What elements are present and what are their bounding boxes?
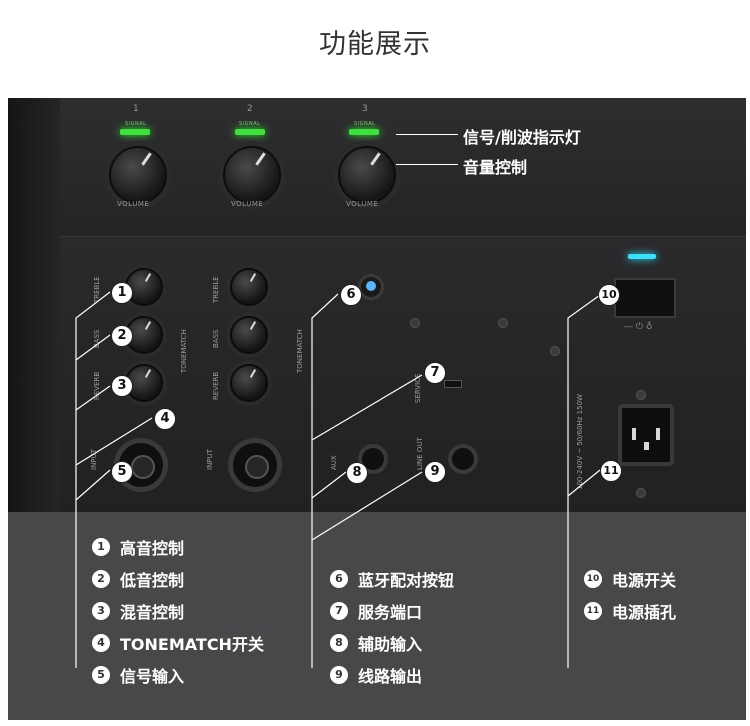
callout-3: 3 [111,375,133,397]
annotation-line-volume [396,164,458,165]
signal-label-3: SIGNAL [354,121,376,127]
annotation-signal-clip: 信号/削波指示灯 [463,128,581,147]
combo-input-1[interactable] [114,438,168,492]
page-title: 功能展示 [319,29,431,60]
volume-label-3: VOLUME [346,200,379,208]
signal-led-1 [120,129,150,135]
bluetooth-pair-button[interactable] [358,274,384,300]
channel-number-3: 3 [362,104,368,114]
callout-10: 10 [598,284,620,306]
channel-number-1: 1 [133,104,139,114]
callout-1: 1 [111,282,133,304]
legend-item: 5 信号输入 [92,664,184,686]
callout-8: 8 [346,462,368,484]
screw [636,390,646,400]
screw [636,488,646,498]
bass-knob-2[interactable] [230,316,268,354]
bluetooth-icon [366,281,376,291]
speaker-edge [8,98,60,512]
power-inlet[interactable] [618,404,674,466]
callout-5: 5 [111,461,133,483]
legend-item: 6 蓝牙配对按钮 [330,568,454,590]
legend-label: 蓝牙配对按钮 [358,571,455,590]
legend-label: 服务端口 [358,603,423,622]
legend-item: 3 混音控制 [92,600,184,622]
annotation-volume: 音量控制 [463,158,528,177]
screw [410,318,420,328]
legend-label: 电源插孔 [612,603,677,622]
treble-knob-2[interactable] [230,268,268,306]
service-port[interactable] [444,380,462,388]
annotation-line-signal [396,134,458,135]
callout-7: 7 [424,362,446,384]
screw [550,346,560,356]
screw [498,318,508,328]
signal-led-2 [235,129,265,135]
volume-label-1: VOLUME [117,200,150,208]
reverb-knob-2[interactable] [230,364,268,402]
legend-item: 10 电源开关 [584,568,676,590]
volume-knob-1[interactable] [109,146,167,204]
power-switch-label: — ⏻ ♁ [624,322,653,332]
volume-knob-2[interactable] [223,146,281,204]
callout-11: 11 [600,460,622,482]
volume-knob-3[interactable] [338,146,396,204]
callout-6: 6 [340,284,362,306]
callout-9: 9 [424,461,446,483]
power-led [628,254,656,259]
combo-input-2[interactable] [228,438,282,492]
legend-label: 线路输出 [358,667,423,686]
legend-label: 电源开关 [612,571,677,590]
mixer-panel-photo: 1 2 3 SIGNAL SIGNAL SIGNAL VOLUME VOLUME… [8,98,746,512]
legend-item: 8 辅助输入 [330,632,422,654]
legend-label: 低音控制 [120,571,185,590]
volume-label-2: VOLUME [231,200,264,208]
callout-2: 2 [111,325,133,347]
legend-panel [8,512,746,720]
callout-4: 4 [154,408,176,430]
line-out-jack[interactable] [448,444,478,474]
legend-label: TONEMATCH开关 [120,635,264,654]
signal-label-2: SIGNAL [239,121,261,127]
legend-item: 7 服务端口 [330,600,422,622]
legend-label: 混音控制 [120,603,185,622]
signal-led-3 [349,129,379,135]
panel-top-section [60,98,746,236]
channel-number-2: 2 [247,104,253,114]
legend-label: 高音控制 [120,539,185,558]
legend-item: 4 TONEMATCH开关 [92,632,264,654]
legend-label: 辅助输入 [358,635,423,654]
legend-item: 9 线路输出 [330,664,422,686]
legend-item: 11 电源插孔 [584,600,676,622]
legend-item: 1 高音控制 [92,536,184,558]
legend-label: 信号输入 [120,667,185,686]
legend-item: 2 低音控制 [92,568,184,590]
signal-label-1: SIGNAL [125,121,147,127]
